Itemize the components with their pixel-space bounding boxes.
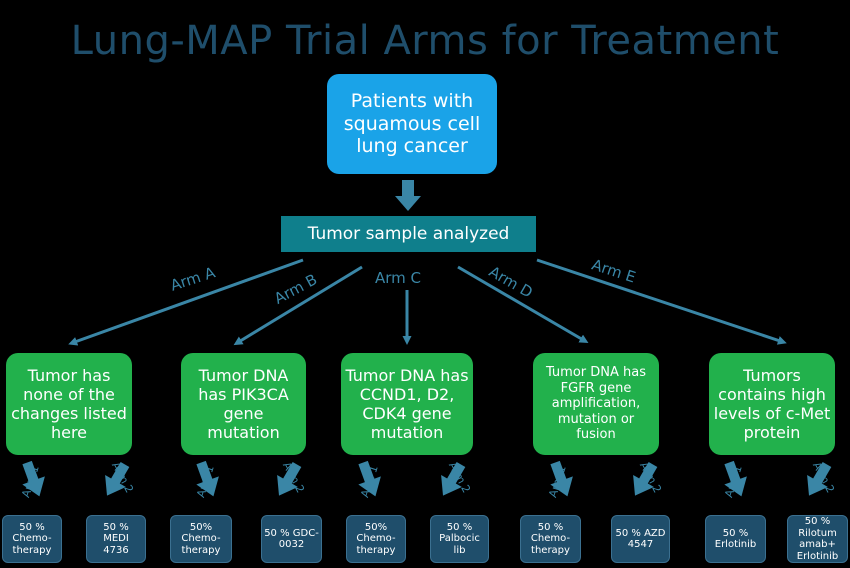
treatment-b1: 50% Chemo-therapy bbox=[170, 515, 232, 563]
sub-arrow-b2 bbox=[277, 461, 302, 496]
sub-arrow-c2 bbox=[441, 461, 466, 496]
arm-d-box: Tumor DNA has FGFR gene amplification, m… bbox=[533, 353, 659, 455]
sub-arrow-a2 bbox=[105, 461, 130, 496]
arrow-arm-b bbox=[233, 265, 363, 346]
root-node: Patients with squamous cell lung cancer bbox=[327, 74, 497, 174]
treatment-a1: 50 % Chemo-therapy bbox=[2, 515, 62, 563]
treatment-e1: 50 % Erlotinib bbox=[705, 515, 766, 563]
arm-b-box: Tumor DNA has PIK3CA gene mutation bbox=[181, 353, 306, 455]
arm-e-box: Tumors contains high levels of c-Met pro… bbox=[709, 353, 835, 455]
analyzed-node: Tumor sample analyzed bbox=[281, 216, 536, 252]
sub-arrow-d2 bbox=[633, 461, 658, 496]
treatment-c1: 50% Chemo-therapy bbox=[346, 515, 406, 563]
sub-arrow-b1 bbox=[196, 460, 219, 497]
arm-a-box: Tumor has none of the changes listed her… bbox=[6, 353, 132, 455]
sub-arrow-e2 bbox=[807, 461, 832, 496]
arrow-arm-d bbox=[457, 265, 589, 344]
arrow-arm-a bbox=[68, 258, 304, 346]
arrow-arm-e bbox=[536, 258, 787, 345]
treatment-b2: 50 % GDC-0032 bbox=[261, 515, 322, 563]
diagram-title: Lung-MAP Trial Arms for Treatment bbox=[70, 18, 780, 64]
arm-c-box: Tumor DNA has CCND1, D2, CDK4 gene mutat… bbox=[341, 353, 473, 455]
arm-label-c: Arm C bbox=[375, 269, 422, 287]
root-to-analyzed-arrow bbox=[395, 180, 421, 211]
treatment-a2: 50 % MEDI 4736 bbox=[86, 515, 146, 563]
sub-arrows bbox=[22, 460, 832, 497]
treatment-e2: 50 % Rilotum amab+ Erlotinib bbox=[787, 515, 848, 563]
sub-arrow-d1 bbox=[550, 460, 573, 497]
sub-arrow-c1 bbox=[358, 460, 381, 497]
treatment-d1: 50 % Chemo-therapy bbox=[520, 515, 581, 563]
sub-arrow-e1 bbox=[724, 460, 747, 497]
treatment-c2: 50 % Palbocic lib bbox=[430, 515, 489, 563]
treatment-d2: 50 % AZD 4547 bbox=[611, 515, 670, 563]
sub-arrow-a1 bbox=[22, 460, 45, 497]
